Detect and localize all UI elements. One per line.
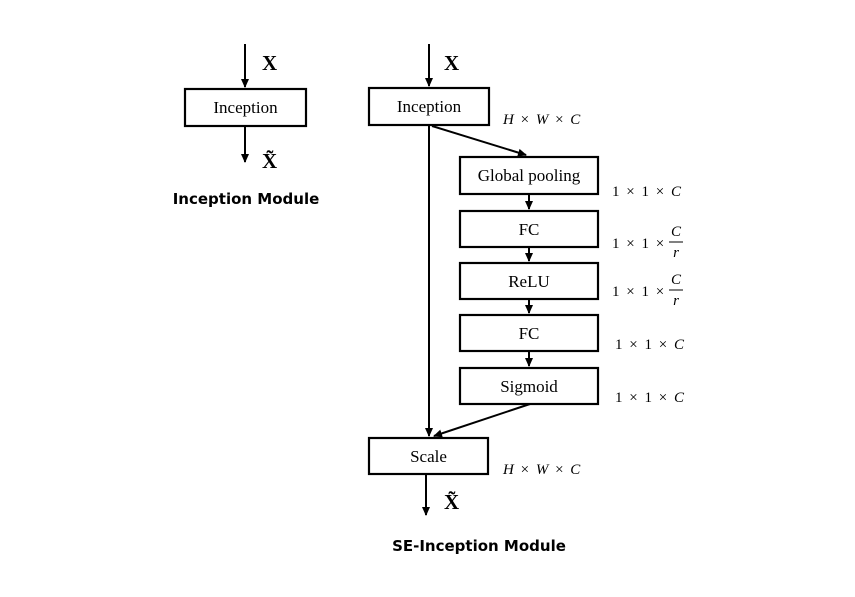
fraction-numerator: C [671,272,682,288]
fc2-label: FC [519,324,540,343]
inception-block-label: Inception [213,98,278,117]
se-input-label: X [444,51,459,75]
relu-label: ReLU [508,272,550,291]
dim-fc2: 1 × 1 × C [615,337,685,353]
se-output-label: X̃ [444,490,459,514]
inception-module: X Inception X̃ Inception Module [173,44,320,208]
svg-text:1 × 1: 1 × 1 × [612,236,664,252]
dim-scale: H × W × C [502,462,581,478]
arrow-sigmoid-scale [433,403,531,438]
dim-inception: H × W × C [502,112,581,128]
fc1-label: FC [519,220,540,239]
output-label: X̃ [262,149,277,173]
dim-relu: 1 × 1 × C r [612,272,683,309]
scale-label: Scale [410,447,447,466]
se-inception-module-caption: SE-Inception Module [392,537,566,555]
se-inception-block [367,86,491,127]
fc1-block [458,209,600,249]
se-inception-module: X Inception H × W × C Global pooling 1 ×… [367,44,685,555]
relu-block [458,261,600,301]
inception-block [183,87,308,128]
input-label: X [262,51,277,75]
dim-global-pooling: 1 × 1 × C [612,184,682,200]
fraction-denominator: r [673,293,679,309]
svg-text:1 × 1: 1 × 1 × [612,284,664,300]
dim-fc1: 1 × 1 × C r [612,224,683,261]
sigmoid-label: Sigmoid [500,377,558,396]
global-pooling-block [458,155,600,196]
scale-block [367,436,490,476]
se-inception-block-label: Inception [397,97,462,116]
sigmoid-block [458,366,600,406]
fraction-denominator: r [673,245,679,261]
inception-module-caption: Inception Module [173,190,320,208]
fc2-block [458,313,600,353]
global-pooling-label: Global pooling [478,166,581,185]
branch-arrow [431,125,527,157]
fraction-numerator: C [671,224,682,240]
dim-sigmoid: 1 × 1 × C [615,390,685,406]
